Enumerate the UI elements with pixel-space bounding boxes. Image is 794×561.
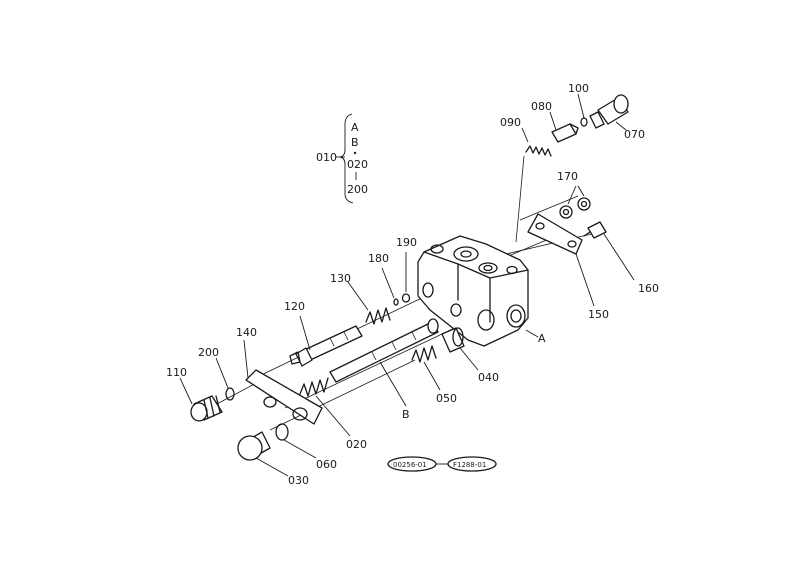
label-120: 120 bbox=[284, 300, 305, 313]
label-020: 020 bbox=[346, 438, 367, 451]
part-200-oring bbox=[215, 357, 235, 401]
part-120-spool bbox=[289, 315, 363, 367]
label-030: 030 bbox=[288, 474, 309, 487]
bracket-item-020: 020 bbox=[347, 158, 368, 171]
label-080: 080 bbox=[531, 100, 552, 113]
part-150-plate bbox=[527, 213, 595, 307]
reference-codes: 00256-01 F1288-01 bbox=[387, 456, 497, 472]
part-020-spring bbox=[299, 377, 351, 437]
part-080-poppet bbox=[549, 111, 579, 143]
part-190-ball bbox=[401, 252, 411, 303]
label-170: 170 bbox=[557, 170, 578, 183]
label-010: 010 bbox=[316, 151, 337, 164]
label-110: 110 bbox=[166, 366, 187, 379]
label-100: 100 bbox=[568, 82, 589, 95]
part-160-bolt bbox=[583, 221, 635, 281]
label-150: 150 bbox=[588, 308, 609, 321]
marker-b: B bbox=[402, 408, 410, 421]
part-040-sleeve bbox=[441, 327, 479, 371]
reference-left: 00256-01 bbox=[393, 461, 427, 469]
label-090: 090 bbox=[500, 116, 521, 129]
part-spool-b bbox=[329, 318, 439, 407]
bracket-item-a: A bbox=[351, 121, 359, 134]
marker-a: A bbox=[538, 332, 546, 345]
bracket-item-200: 200 bbox=[347, 183, 368, 196]
part-090-spring bbox=[515, 127, 552, 243]
part-170-nuts bbox=[559, 185, 591, 219]
label-180: 180 bbox=[368, 252, 389, 265]
label-130: 130 bbox=[330, 272, 351, 285]
part-140-plate bbox=[243, 339, 323, 425]
label-050: 050 bbox=[436, 392, 457, 405]
label-160: 160 bbox=[638, 282, 659, 295]
label-070: 070 bbox=[624, 128, 645, 141]
part-050-spring bbox=[411, 345, 441, 391]
part-030-cap bbox=[237, 431, 289, 477]
reference-right: F1288-01 bbox=[453, 461, 486, 469]
bracket-item-b: B bbox=[351, 136, 359, 149]
label-190: 190 bbox=[396, 236, 417, 249]
part-060-oring bbox=[275, 423, 317, 459]
part-130-spring bbox=[347, 281, 391, 325]
label-140: 140 bbox=[236, 326, 257, 339]
label-060: 060 bbox=[316, 458, 337, 471]
part-110-plug bbox=[179, 377, 223, 422]
part-100-ring bbox=[577, 93, 588, 127]
valve-body bbox=[417, 235, 539, 347]
part-070-plug bbox=[589, 94, 629, 131]
label-200: 200 bbox=[198, 346, 219, 359]
part-180-ring bbox=[381, 267, 399, 306]
parts-set-bracket: 010 A B 020 200 bbox=[316, 113, 368, 204]
label-040: 040 bbox=[478, 371, 499, 384]
